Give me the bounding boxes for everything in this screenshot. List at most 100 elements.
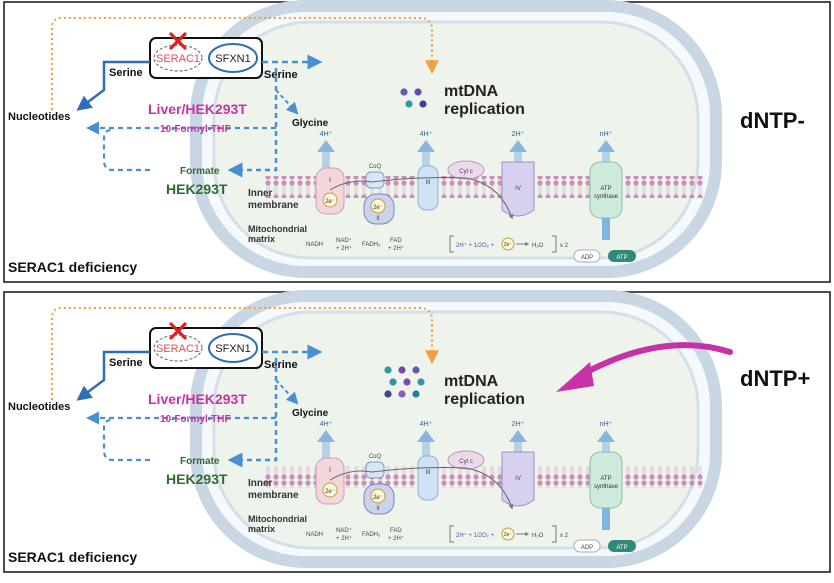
dntp-label: dNTP- <box>740 108 805 133</box>
dntp-dot <box>405 100 413 108</box>
e2b-label: 2e⁻ <box>373 205 383 211</box>
replication-label: replication <box>444 101 525 118</box>
proton-label: nH⁺ <box>600 421 613 428</box>
serac1-label: SERAC1 <box>156 53 200 65</box>
e2a-label: 2e⁻ <box>325 199 335 205</box>
proton-arrow-head <box>597 430 615 442</box>
inner-label-2: membrane <box>248 490 299 501</box>
formate-label: Formate <box>180 166 220 177</box>
serine-right-label: Serine <box>264 359 298 371</box>
eq-part-c: x 2 <box>560 533 569 539</box>
replication-label: replication <box>444 391 525 408</box>
eq-e-label: 2e⁻ <box>504 242 513 248</box>
fad-label-2: + 2H⁺ <box>388 535 404 542</box>
electron-badge <box>501 527 515 541</box>
dntp-label: dNTP+ <box>740 366 810 391</box>
electron-badge <box>322 192 338 208</box>
serine-to-nucleotides-arrow <box>76 60 150 111</box>
complex-iv <box>501 451 535 507</box>
formate-label: Formate <box>180 456 220 467</box>
atp-label: ATP <box>616 255 627 261</box>
nucleotides-label: Nucleotides <box>8 401 70 413</box>
proton-arrow-head <box>509 430 527 442</box>
proton-arrow-head <box>509 140 527 152</box>
serac1-oval <box>153 334 203 362</box>
liver-hek-label: Liver/HEK293T <box>148 101 247 117</box>
proton-label: 4H⁺ <box>420 131 433 138</box>
complex-iii-label: III <box>425 180 430 186</box>
cytc-label: Cyt c <box>459 169 473 175</box>
proton-arrow-head <box>417 430 435 442</box>
formyl-thf-label: 10-Formyl-THF <box>160 124 231 135</box>
serine-to-nucleotides-arrow <box>76 350 150 401</box>
mtdna-label: mtDNA <box>444 83 499 100</box>
hek293t-label: HEK293T <box>166 181 228 197</box>
fadh-label: FADH₂ <box>362 242 381 248</box>
mitochondrion-inner <box>212 20 700 260</box>
dntp-dot <box>384 366 392 374</box>
formate-loop-arrow <box>102 128 150 172</box>
matrix-label-2: matrix <box>248 524 275 534</box>
eq-part-a: 2H⁺ + 1/2O₂ + <box>456 532 495 539</box>
complex-iii <box>417 165 439 211</box>
serine-left-label: Serine <box>109 357 143 369</box>
glycine-label: Glycine <box>292 118 329 129</box>
electron-path <box>329 177 514 220</box>
inner-label-1: Inner <box>248 188 273 199</box>
sfxn1-label: SFXN1 <box>215 53 250 65</box>
nad-label-2: + 2H⁺ <box>336 245 352 252</box>
e2b-label: 2e⁻ <box>373 495 383 501</box>
serac1-deficiency-label: SERAC1 deficiency <box>8 259 137 275</box>
dntp-dot <box>398 390 406 398</box>
atp-synthase-label-2: synthase <box>594 194 619 200</box>
eq-part-b: H₂O <box>532 243 544 249</box>
serine-to-formate-arrow <box>227 68 278 178</box>
nad-label-2: + 2H⁺ <box>336 535 352 542</box>
dntp-dot <box>412 366 420 374</box>
dntp-dot <box>384 390 392 398</box>
electron-path <box>329 467 514 510</box>
cytochrome-c <box>447 160 485 180</box>
proton-arrow-head <box>317 140 335 152</box>
inner-label-1: Inner <box>248 478 273 489</box>
atp-synthase-label-1: ATP <box>600 186 611 192</box>
nadh-label: NADH <box>306 532 323 538</box>
serac1-deficiency-label: SERAC1 deficiency <box>8 549 137 565</box>
sfxn1-label: SFXN1 <box>215 343 250 355</box>
red-x-icon <box>169 32 187 50</box>
dntp-dot <box>400 88 408 96</box>
electron-badge <box>501 237 515 251</box>
coq <box>365 171 385 189</box>
sfxn1-oval <box>208 333 258 363</box>
serine-left-label: Serine <box>109 67 143 79</box>
dntp-dot <box>403 378 411 386</box>
electron-badge <box>322 482 338 498</box>
dntp-supplement-arrow-head <box>556 362 594 392</box>
dntp-dot <box>414 88 422 96</box>
fadh-label: FADH₂ <box>362 532 381 538</box>
proton-label: 4H⁺ <box>320 131 333 138</box>
dntp-dot <box>389 378 397 386</box>
adp-label: ADP <box>581 255 593 261</box>
equation-brackets <box>449 525 557 543</box>
sfxn1-oval <box>208 43 258 73</box>
dntp-dot <box>417 378 425 386</box>
serine-to-glycine-arrow <box>275 89 299 115</box>
formate-loop-arrow <box>102 418 150 462</box>
complex-i-label: I <box>329 177 331 184</box>
fad-label-2: + 2H⁺ <box>388 245 404 252</box>
dntp-dot <box>398 366 406 374</box>
proton-label: 4H⁺ <box>320 421 333 428</box>
adp-pill <box>573 539 601 553</box>
hek293t-label: HEK293T <box>166 471 228 487</box>
formyl-thf-label: 10-Formyl-THF <box>160 414 231 425</box>
nucleotides-label: Nucleotides <box>8 111 70 123</box>
proton-arrow-head <box>317 430 335 442</box>
fad-label-1: FAD <box>390 528 402 534</box>
eq-part-c: x 2 <box>560 243 569 249</box>
equation-brackets <box>449 235 557 253</box>
fad-label-1: FAD <box>390 238 402 244</box>
complex-iv-label: IV <box>515 476 521 482</box>
